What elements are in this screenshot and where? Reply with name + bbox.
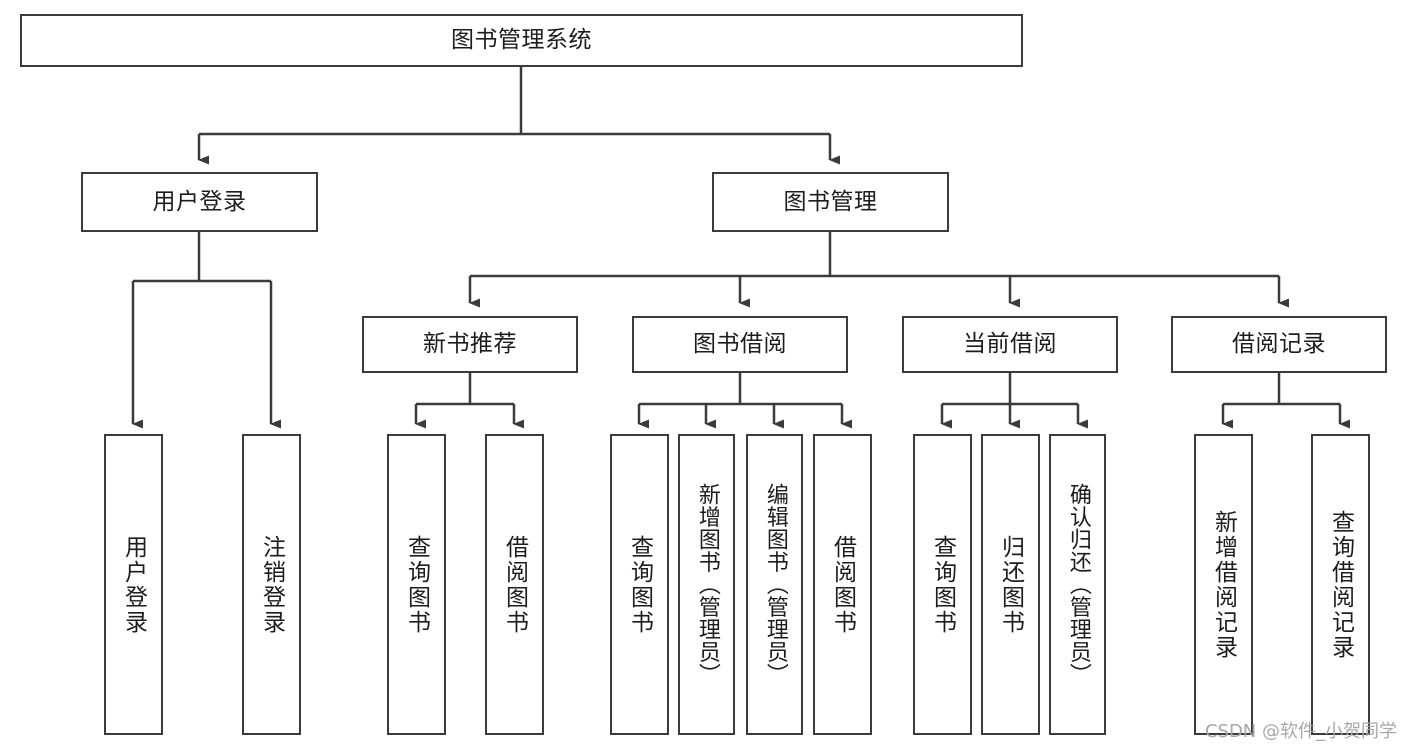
leaf-label: 注销登录 [258,534,285,635]
leaf-label: 编辑图书（管理员） [762,483,788,686]
leaf-label: 借阅图书 [829,534,856,635]
node-current-borrow-label: 当前借阅 [963,331,1057,358]
node-user-login-label: 用户登录 [152,188,247,215]
leaf-record-add-record[interactable]: 新增借阅记录 [1194,434,1253,735]
leaf-label: 查询图书 [929,534,956,635]
leaf-current-return-book[interactable]: 归还图书 [981,434,1040,735]
leaf-borrow-query-book[interactable]: 查询图书 [610,434,669,735]
node-new-book-recommend[interactable]: 新书推荐 [362,316,578,373]
leaf-label: 查询图书 [403,534,430,635]
leaf-borrow-add-book-admin[interactable]: 新增图书（管理员） [678,434,735,735]
node-book-borrow[interactable]: 图书借阅 [632,316,848,373]
leaf-new-book-borrow[interactable]: 借阅图书 [485,434,544,735]
leaf-current-query-book[interactable]: 查询图书 [913,434,972,735]
leaf-label: 新增图书（管理员） [694,483,720,686]
node-user-login[interactable]: 用户登录 [81,172,318,232]
leaf-label: 新增借阅记录 [1210,509,1237,660]
leaf-label: 查询借阅记录 [1327,509,1354,660]
leaf-record-query-record[interactable]: 查询借阅记录 [1311,434,1370,735]
leaf-borrow-edit-book-admin[interactable]: 编辑图书（管理员） [746,434,803,735]
node-new-book-recommend-label: 新书推荐 [423,331,517,358]
csdn-watermark: CSDN @软件_小贺同学 [1204,721,1397,742]
node-root[interactable]: 图书管理系统 [20,14,1023,67]
leaf-user-login-logout[interactable]: 注销登录 [242,434,301,735]
leaf-new-book-query[interactable]: 查询图书 [387,434,446,735]
leaf-current-confirm-return-admin[interactable]: 确认归还（管理员） [1049,434,1106,735]
leaf-borrow-borrow-book[interactable]: 借阅图书 [813,434,872,735]
node-book-management-label: 图书管理 [783,188,878,215]
leaf-user-login-login[interactable]: 用户登录 [104,434,163,735]
node-root-label: 图书管理系统 [451,27,592,54]
node-borrow-record-label: 借阅记录 [1232,331,1326,358]
node-book-management[interactable]: 图书管理 [712,172,949,232]
leaf-label: 查询图书 [626,534,653,635]
leaf-label: 确认归还（管理员） [1065,483,1091,686]
node-borrow-record[interactable]: 借阅记录 [1171,316,1387,373]
leaf-label: 用户登录 [120,534,147,635]
leaf-label: 借阅图书 [501,534,528,635]
node-current-borrow[interactable]: 当前借阅 [902,316,1118,373]
node-book-borrow-label: 图书借阅 [693,331,787,358]
leaf-label: 归还图书 [997,534,1024,635]
